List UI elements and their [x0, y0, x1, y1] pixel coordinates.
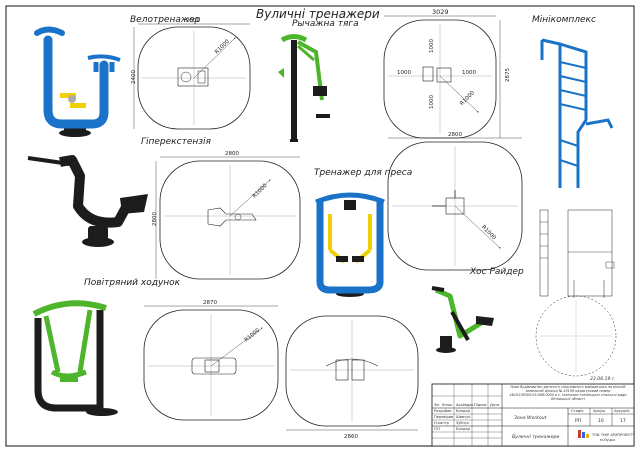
title-block-date: 23.06.19 г. [590, 376, 616, 382]
tiaha-height: 2875 [505, 68, 511, 82]
tiaha-bottom: 1000 [429, 95, 435, 109]
tb-drawing-name: Вуличні тренажери [512, 434, 559, 440]
tb-role-2: Перевірив [434, 415, 453, 419]
tiaha-left: 1000 [397, 70, 411, 76]
tb-sheets: 17 [620, 418, 626, 424]
label-khos-raider: Хос Райдер [469, 267, 524, 277]
hiper-height: 2800 [152, 212, 158, 226]
tb-role-3: Н.контр [434, 421, 450, 425]
tb-col-doc: №док. [463, 403, 475, 407]
tb-name-4: Бондар [456, 427, 471, 431]
tb-stage-header: Стадія [571, 409, 583, 413]
tb-company: ТОВ "УКР АРХПРОЕКТ" [591, 433, 634, 437]
tiaha-top: 1000 [429, 39, 435, 53]
tb-description: Нове будівництво дитячого спортивного ма… [509, 385, 627, 401]
title-block: 23.06.19 г. Зм. Кільк. Арк. №док. Підпис… [431, 376, 635, 447]
label-trenazher-dlia-presa: Тренажер для преса [314, 168, 412, 178]
velotrenazher-illustration [34, 26, 121, 137]
company-logo [578, 430, 589, 438]
tb-col-kilk: Кільк. [442, 403, 453, 407]
press-width: 2800 [448, 132, 462, 138]
tb-col-zm: Зм. [434, 403, 440, 407]
velo-width: 2000 [186, 18, 200, 24]
khos-raider-illustration [431, 286, 494, 353]
tb-role-4: ГІП [434, 427, 440, 431]
tiaha-total: 3029 [432, 8, 449, 16]
tb-name-2: Шевчук [456, 415, 471, 419]
hiperekstenziia-illustration [27, 155, 148, 247]
tb-sheet-name: Зона Workout [514, 415, 547, 421]
tb-sheet: 16 [598, 418, 604, 424]
tb-sheet-header: Аркуш [593, 409, 605, 413]
tb-name-1: Бондар [456, 409, 471, 413]
label-hiperekstenziia: Гіперекстензія [141, 137, 212, 147]
tb-description-box: Нове будівництво дитячого спортивного ма… [509, 385, 627, 401]
velo-height: 2400 [131, 70, 137, 84]
tiaha-right: 1000 [462, 70, 476, 76]
khodunok2-width: 2860 [344, 434, 358, 440]
label-povitrianyi-khodunok: Повітряний ходунок [84, 278, 181, 288]
khodunok-width: 2870 [203, 300, 217, 306]
minikompleks-side-views [535, 209, 617, 377]
tb-name-3: Зубчук [456, 421, 470, 425]
povitrianyi-khodunok-plan-2: 2860 [285, 315, 419, 440]
label-rychazhna-tiaha: Рычажна тяга [292, 19, 359, 29]
hiper-width: 2800 [225, 151, 239, 157]
tb-col-ark: Арк. [456, 403, 464, 407]
tb-role-1: Розробив [434, 409, 451, 413]
tb-stage: РП [575, 418, 581, 424]
trenazher-dlia-presa-illustration [315, 192, 385, 297]
rychazhna-tiaha-illustration [278, 34, 330, 142]
tb-col-data: Дата [490, 403, 499, 407]
minikompleks-illustration [540, 38, 614, 188]
label-minikompleks: Мінікомплекс [532, 15, 596, 25]
tb-city: м.Луцьк [600, 438, 616, 442]
label-velotrenazher: Велотренажер [130, 15, 201, 25]
tb-sheets-header: Аркушів [614, 409, 629, 413]
sheet-title: Вуличні тренажери [256, 7, 380, 21]
povitrianyi-khodunok-illustration [32, 300, 118, 416]
tb-col-pidpys: Підпис [474, 403, 487, 407]
